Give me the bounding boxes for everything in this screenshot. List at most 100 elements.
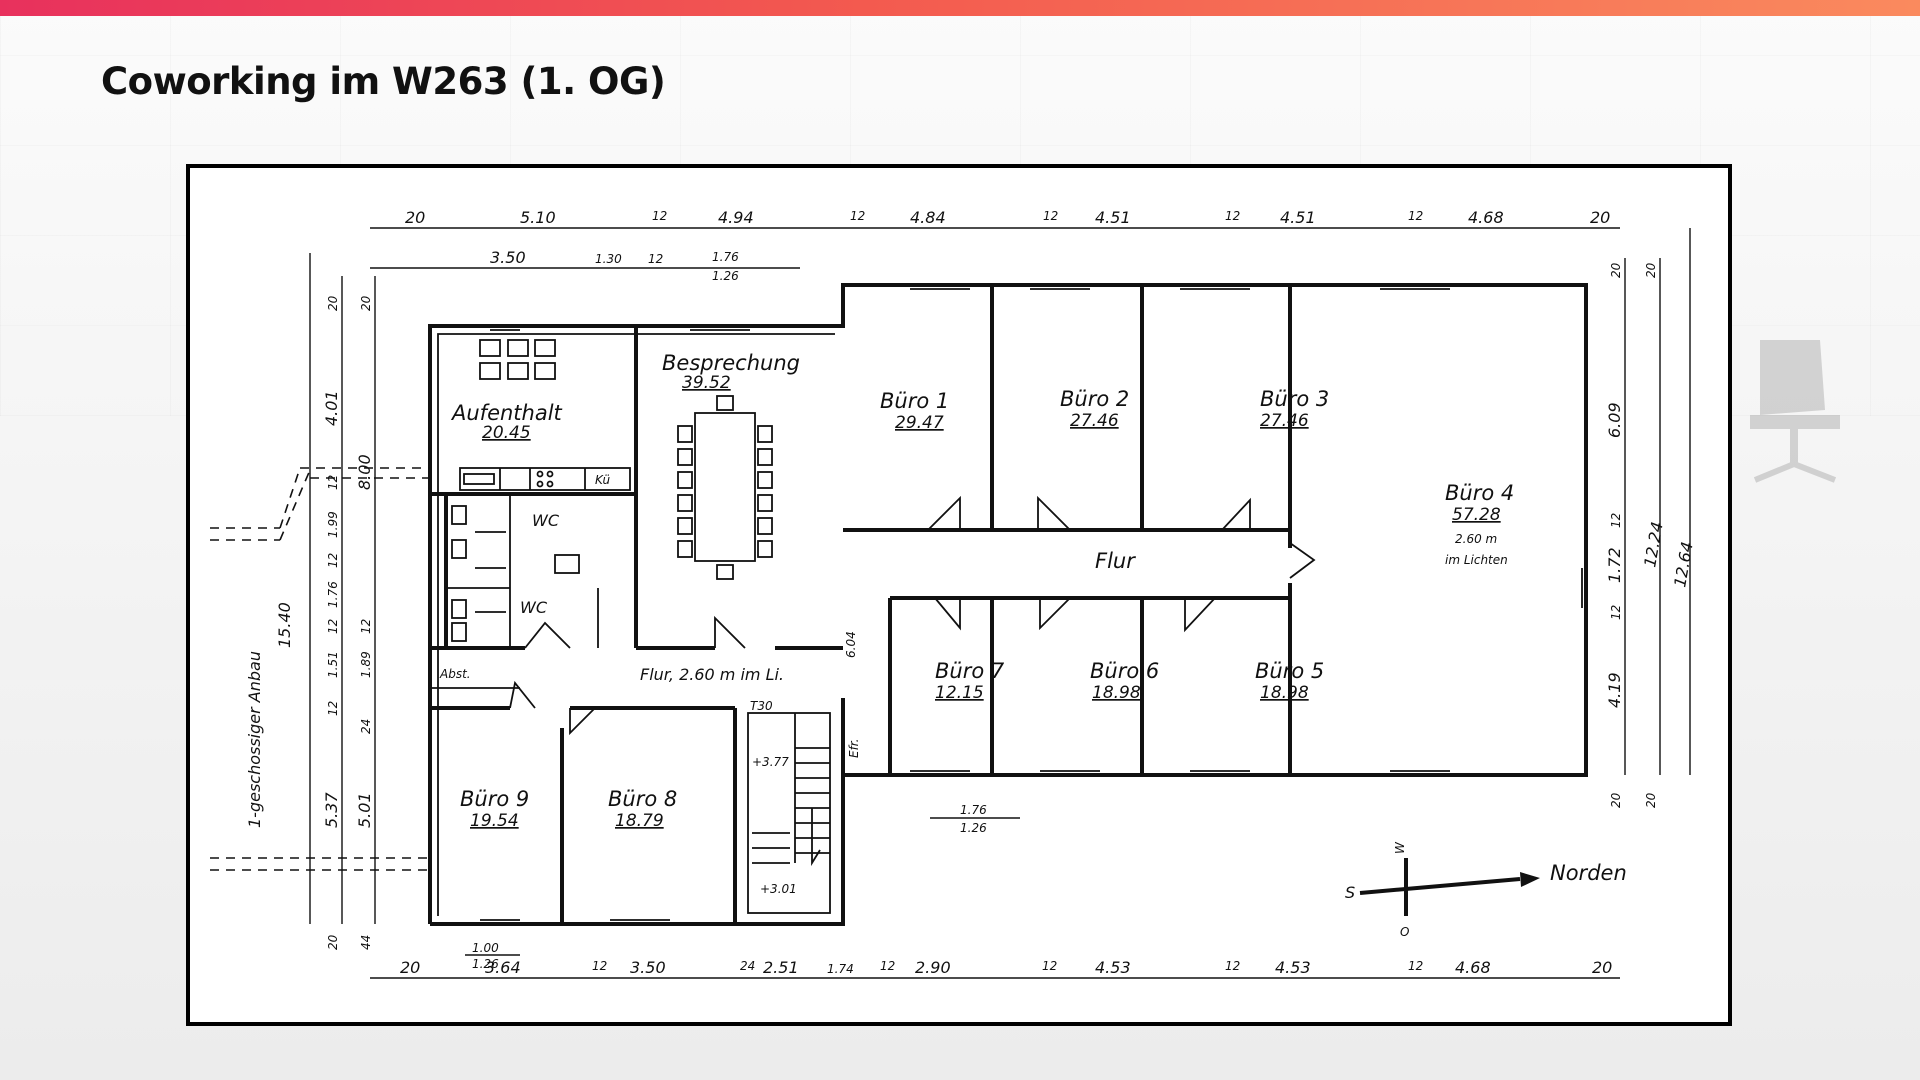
dim-right-3: 1.72 [1605, 547, 1624, 583]
room-name-besprechung: Besprechung [662, 351, 800, 375]
stair-level-upper: +3.77 [752, 755, 789, 769]
dim-left-outer-0: 15.40 [275, 602, 294, 648]
floor-plan: 20 5.10 12 4.94 12 4.84 12 4.51 12 4.51 … [210, 208, 1697, 979]
dim-top-10: 12 [1408, 209, 1423, 223]
room-area-besprechung: 39.52 [682, 373, 731, 393]
dim-top-inner-0: 3.50 [490, 248, 526, 267]
window-dim-east-1: 1.26 [960, 821, 987, 835]
room-name-buero-2: Büro 2 [1060, 387, 1129, 411]
dim-left-inner-9: 5.37 [322, 792, 341, 828]
dim-top-3: 4.94 [718, 208, 754, 227]
dim-left-mid-2: 12 [359, 619, 373, 634]
dim-right-outer-2: 12.64 [1670, 540, 1697, 588]
dim-left-inner-3: 1.99 [326, 511, 340, 538]
room-name-buero-1: Büro 1 [880, 389, 949, 413]
dim-top-9: 4.51 [1280, 208, 1316, 227]
room-name-buero-7: Büro 7 [935, 659, 1005, 683]
flur-west-label: Flur, 2.60 m im Li. [640, 665, 784, 684]
dim-bottom-9: 12 [1042, 959, 1057, 973]
dim-left-inner-8: 12 [326, 701, 340, 716]
accent-bar [0, 0, 1920, 16]
dims-right-text: 20 6.09 12 1.72 12 4.19 20 20 12.24 12.6… [1605, 262, 1697, 808]
dim-left-inner-2: 12 [326, 475, 340, 490]
dim-right-1: 6.09 [1605, 402, 1624, 438]
window-dim-bottom-0: 1.00 [472, 941, 499, 955]
buero-4-height: 2.60 m [1455, 532, 1497, 546]
background-office-chair [1750, 340, 1840, 483]
room-area-buero-5: 18.98 [1260, 683, 1309, 703]
dim-bottom-13: 12 [1408, 959, 1423, 973]
dim-bottom-15: 20 [1592, 958, 1612, 977]
dims-bottom-text: 20 3.64 12 3.50 24 2.51 1.74 12 2.90 12 … [400, 958, 1612, 977]
room-area-buero-7: 12.15 [935, 683, 984, 703]
dim-right-5: 4.19 [1605, 672, 1624, 708]
meeting-table [677, 395, 773, 580]
room-name-aufenthalt: Aufenthalt [450, 401, 563, 425]
dim-left-inner-5: 1.76 [326, 581, 340, 608]
room-name-buero-4: Büro 4 [1445, 481, 1514, 505]
room-name-buero-8: Büro 8 [608, 787, 677, 811]
room-name-buero-9: Büro 9 [460, 787, 529, 811]
door-swings [509, 495, 1316, 736]
dim-left-inner-6: 12 [326, 619, 340, 634]
dim-top-inner-1: 1.30 [595, 252, 622, 266]
stair-level-lower: +3.01 [760, 882, 797, 896]
room-labels: Aufenthalt 20.45 Besprechung 39.52 Büro … [450, 351, 1514, 831]
dim-top-5: 4.84 [910, 208, 946, 227]
dim-left-mid-5: 5.01 [355, 792, 374, 828]
window-dims: 1.00 1.26 1.76 1.26 [472, 803, 987, 971]
wc-2-label: WC [520, 598, 548, 617]
dim-right-outer-0: 20 [1644, 262, 1658, 278]
dim-top-0: 20 [405, 208, 425, 227]
dim-left-mid-6: 44 [359, 935, 373, 950]
dim-bottom-12: 4.53 [1275, 958, 1311, 977]
dim-bottom-0: 20 [400, 958, 420, 977]
window-dim-bottom-1: 1.26 [472, 957, 499, 971]
flur-dim-label: 6.04 [844, 631, 858, 658]
room-area-aufenthalt: 20.45 [482, 423, 531, 443]
room-area-buero-2: 27.46 [1070, 411, 1119, 431]
wc-1-label: WC [532, 511, 560, 530]
room-area-buero-1: 29.47 [895, 413, 944, 433]
dim-left-mid-0: 20 [359, 295, 373, 311]
dim-top-1: 5.10 [520, 208, 556, 227]
buero-4-height-note: im Lichten [1445, 553, 1508, 567]
dim-top-8: 12 [1225, 209, 1240, 223]
dim-top-7: 4.51 [1095, 208, 1131, 227]
room-name-buero-5: Büro 5 [1255, 659, 1324, 683]
wc-fixtures [451, 505, 580, 642]
room-area-buero-3: 27.46 [1260, 411, 1309, 431]
dim-bottom-11: 12 [1225, 959, 1240, 973]
room-area-buero-9: 19.54 [470, 811, 519, 831]
kue-label: Kü [595, 473, 611, 487]
dim-top-4: 12 [850, 209, 865, 223]
dimension-lines [309, 227, 1691, 979]
room-area-buero-6: 18.98 [1092, 683, 1141, 703]
compass-north-label: Norden [1550, 861, 1627, 885]
compass-o: O [1400, 925, 1409, 939]
dim-top-inner-2: 12 [648, 252, 663, 266]
dim-right-2: 12 [1609, 513, 1623, 528]
dim-left-inner-1: 4.01 [322, 390, 341, 426]
aufzug-label: Efr. [847, 739, 861, 758]
lounge-table [479, 339, 556, 380]
dim-bottom-6: 1.74 [827, 962, 854, 976]
stair-top-label: T30 [750, 699, 773, 713]
dim-bottom-10: 4.53 [1095, 958, 1131, 977]
annex-label: 1-geschossiger Anbau [245, 651, 264, 828]
dim-top-12: 20 [1590, 208, 1610, 227]
dim-left-inner-4: 12 [326, 553, 340, 568]
annex-outline [210, 467, 430, 871]
room-name-buero-6: Büro 6 [1090, 659, 1159, 683]
dim-top-inner-4: 1.26 [712, 269, 739, 283]
flur-east-label: Flur [1095, 549, 1136, 573]
page-title: Coworking im W263 (1. OG) [101, 60, 666, 103]
dim-left-inner-10: 20 [326, 934, 340, 950]
room-name-buero-3: Büro 3 [1260, 387, 1329, 411]
windows [480, 288, 1583, 921]
abst-label: Abst. [439, 667, 471, 681]
kitchenette [459, 467, 631, 491]
dim-top-11: 4.68 [1468, 208, 1504, 227]
compass-w: W [1393, 841, 1407, 854]
dim-top-6: 12 [1043, 209, 1058, 223]
